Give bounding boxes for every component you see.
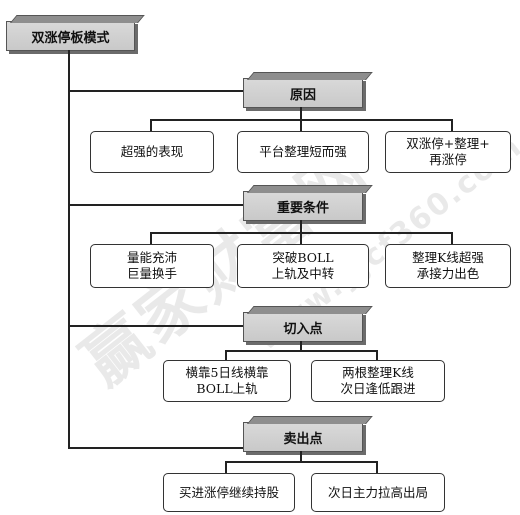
- connector-line: [376, 350, 378, 360]
- connector-line: [68, 447, 244, 449]
- section-title: 切入点: [283, 321, 323, 337]
- connector-line: [225, 461, 227, 473]
- root-label: 双涨停板模式: [31, 30, 110, 46]
- condition-box: 整理K线超强 承接力出色: [385, 244, 511, 288]
- box-label: 横靠5日线横靠 BOLL上轨: [185, 365, 269, 396]
- connector-line: [68, 204, 244, 206]
- connector-line: [300, 119, 302, 131]
- connector-line: [300, 107, 302, 120]
- section-title: 卖出点: [283, 431, 323, 447]
- connector-line: [300, 451, 302, 462]
- section-title: 重要条件: [276, 200, 329, 216]
- connector-line: [376, 461, 378, 473]
- condition-box: 量能充沛 巨量换手: [90, 244, 214, 288]
- section-header-exit: 卖出点: [243, 422, 363, 452]
- box-label: 买进涨停继续持股: [178, 484, 279, 500]
- connector-line: [68, 325, 244, 327]
- connector-line: [451, 232, 453, 244]
- entry-box: 两根整理K线 次日逢低跟进: [311, 360, 445, 402]
- connector-line: [68, 90, 244, 92]
- reason-box: 双涨停+整理+ 再涨停: [385, 131, 511, 173]
- box-label: 平台整理短而强: [259, 144, 347, 159]
- box-label: 两根整理K线 次日逢低跟进: [340, 365, 416, 396]
- reason-box: 超强的表现: [90, 131, 214, 173]
- condition-box: 突破BOLL 上轨及中转: [237, 244, 369, 288]
- box-label: 次日主力拉高出局: [327, 484, 428, 500]
- exit-box: 次日主力拉高出局: [311, 473, 445, 512]
- connector-line: [300, 232, 302, 244]
- connector-line: [150, 232, 152, 244]
- connector-line: [300, 341, 302, 351]
- box-label: 突破BOLL 上轨及中转: [271, 250, 335, 281]
- connector-line: [225, 461, 377, 463]
- exit-box: 买进涨停继续持股: [163, 473, 295, 512]
- box-label: 量能充沛 巨量换手: [126, 250, 177, 281]
- reason-box: 平台整理短而强: [237, 131, 369, 173]
- section-title: 原因: [289, 87, 316, 103]
- connector-line: [150, 119, 152, 131]
- connector-line: [300, 220, 302, 233]
- trunk-line: [68, 50, 70, 448]
- box-label: 双涨停+整理+ 再涨停: [406, 136, 490, 167]
- connector-line: [225, 350, 377, 352]
- section-header-conditions: 重要条件: [243, 191, 363, 221]
- connector-line: [451, 119, 453, 131]
- root-header: 双涨停板模式: [6, 21, 135, 51]
- entry-box: 横靠5日线横靠 BOLL上轨: [163, 360, 291, 402]
- section-header-entry: 切入点: [243, 312, 363, 342]
- section-header-reason: 原因: [243, 78, 363, 108]
- box-label: 超强的表现: [120, 144, 184, 159]
- connector-line: [225, 350, 227, 360]
- box-label: 整理K线超强 承接力出色: [412, 250, 484, 281]
